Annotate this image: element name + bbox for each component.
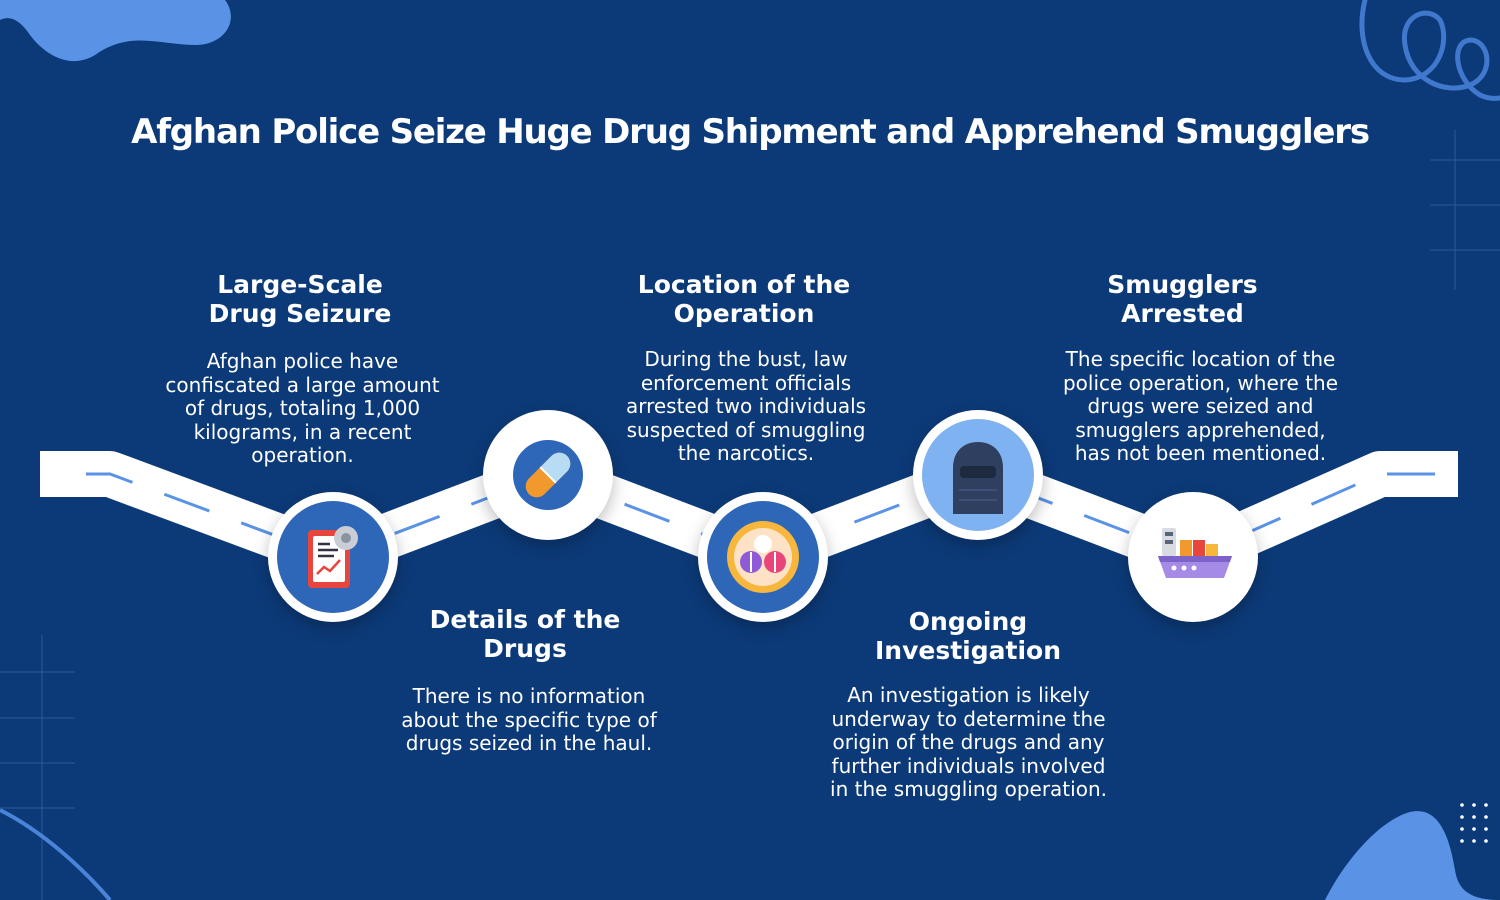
step-4-heading: Ongoing Investigation: [874, 607, 1061, 665]
step-4-node: [913, 410, 1043, 540]
step-2-text: There is no information about the specif…: [401, 684, 657, 755]
page-title: Afghan Police Seize Huge Drug Shipment a…: [131, 112, 1370, 152]
pills-icon: [707, 501, 819, 613]
step-3-text: During the bust, law enforcement officia…: [625, 347, 867, 465]
bottom-right-blob: [1325, 811, 1500, 900]
bottom-left-grid: [0, 635, 75, 900]
report-chart-icon: [277, 501, 389, 613]
step-2-node: [483, 410, 613, 540]
bottom-right-dots: [1460, 803, 1488, 843]
step-3-heading: Location of the Operation: [637, 270, 851, 328]
balaclava-criminal-icon: [922, 419, 1034, 531]
step-1-heading: Large-Scale Drug Seizure: [208, 270, 392, 328]
top-left-blob: [0, 0, 231, 62]
bottom-left-arc: [0, 808, 112, 900]
step-1-node: [268, 492, 398, 622]
top-right-swirl: [1359, 0, 1500, 101]
step-4-text: An investigation is likely underway to d…: [830, 683, 1107, 801]
pill-capsule-icon: [513, 440, 583, 510]
cargo-ship-icon: [1158, 528, 1232, 578]
step-5-text: The specific location of the police oper…: [1062, 347, 1339, 465]
step-2-heading: Details of the Drugs: [429, 605, 621, 663]
step-3-node: [698, 492, 828, 622]
step-5-node: [1128, 492, 1258, 622]
top-right-grid: [1430, 130, 1500, 290]
step-5-heading: Smugglers Arrested: [1107, 270, 1258, 328]
step-1-text: Afghan police have confiscated a large a…: [165, 349, 440, 467]
